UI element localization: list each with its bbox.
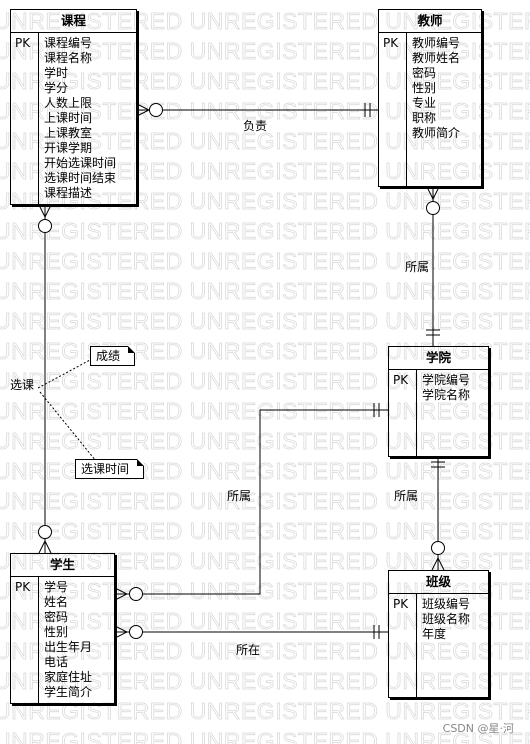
- attr-course-term: 开课学期: [44, 141, 93, 155]
- attr-course-credits: 学分: [44, 81, 69, 95]
- attr-student-id: 学号: [44, 580, 69, 594]
- attr-teacher-name: 教师姓名: [412, 51, 461, 65]
- entity-class[interactable]: 班级 PK 班级编号 班级名称 年度: [388, 570, 489, 698]
- attr-course-capacity: 人数上限: [44, 96, 93, 110]
- attr-course-name: 课程名称: [44, 51, 93, 65]
- entity-college-title: 学院: [389, 347, 488, 370]
- credit-text: CSDN @星·河: [442, 722, 514, 735]
- entity-course-pk: PK: [11, 33, 39, 204]
- crowfoot-student-select: [38, 539, 52, 554]
- note-link-select-time: [39, 391, 97, 462]
- entity-class-pk: PK: [389, 594, 417, 697]
- attr-teacher-intro: 教师简介: [412, 126, 461, 140]
- entity-course-attributes: 课程编号 课程名称 学时 学分 人数上限 上课时间 上课教室 开课学期 开始选课…: [44, 36, 134, 201]
- attr-teacher-major: 专业: [412, 96, 437, 110]
- label-class-college: 所属: [394, 489, 419, 503]
- entity-college[interactable]: 学院 PK 学院编号 学院名称: [388, 346, 489, 457]
- attr-student-name: 姓名: [44, 595, 69, 609]
- attr-college-name: 学院名称: [422, 388, 471, 402]
- label-teacher-college: 所属: [405, 260, 430, 274]
- entity-teacher-title: 教师: [379, 10, 481, 33]
- attr-teacher-gender: 性别: [412, 81, 437, 95]
- attr-course-hours: 学时: [44, 66, 69, 80]
- entity-teacher-pk: PK: [379, 33, 407, 186]
- zero-course-responsible: [149, 103, 163, 117]
- attr-course-room: 上课教室: [44, 126, 93, 140]
- entity-college-attributes: 学院编号 学院名称: [422, 373, 486, 403]
- note-grade: 成绩: [90, 346, 136, 366]
- label-responsible: 负责: [243, 119, 268, 133]
- attr-student-birth: 出生年月: [44, 640, 93, 654]
- attr-class-year: 年度: [422, 627, 447, 641]
- attr-course-select-start: 开始选课时间: [44, 156, 117, 170]
- entity-student[interactable]: 学生 PK 学号 姓名 密码 性别 出生年月 电话 家庭住址 学生简介: [10, 553, 115, 704]
- attr-teacher-password: 密码: [412, 66, 437, 80]
- note-select-time: 选课时间: [75, 459, 145, 479]
- attr-student-gender: 性别: [44, 625, 69, 639]
- attr-student-phone: 电话: [44, 655, 69, 669]
- label-student-class: 所在: [236, 643, 261, 657]
- attr-course-time: 上课时间: [44, 111, 93, 125]
- entity-student-title: 学生: [11, 554, 114, 577]
- attr-student-address: 家庭住址: [44, 670, 93, 684]
- attr-course-desc: 课程描述: [44, 186, 93, 200]
- label-student-college: 所属: [227, 489, 252, 503]
- entity-teacher[interactable]: 教师 PK 教师编号 教师姓名 密码 性别 专业 职称 教师简介: [378, 9, 482, 187]
- zero-teacher-college: [426, 201, 440, 215]
- attr-teacher-title: 职称: [412, 111, 437, 125]
- entity-course[interactable]: 课程 PK 课程编号 课程名称 学时 学分 人数上限 上课时间 上课教室 开课学…: [10, 9, 137, 205]
- crowfoot-teacher-college: [426, 186, 440, 201]
- attr-teacher-id: 教师编号: [412, 36, 461, 50]
- entity-student-attributes: 学号 姓名 密码 性别 出生年月 电话 家庭住址 学生简介: [44, 580, 112, 700]
- attr-class-id: 班级编号: [422, 597, 471, 611]
- note-link-grade: [37, 359, 91, 389]
- entity-course-title: 课程: [11, 10, 136, 33]
- crowfoot-course-select: [38, 204, 52, 219]
- label-select-course: 选课: [10, 378, 35, 392]
- line-student-college: [115, 409, 388, 595]
- attr-course-select-end: 选课时间结束: [44, 171, 117, 185]
- attr-student-intro: 学生简介: [44, 685, 93, 699]
- entity-student-pk: PK: [11, 577, 39, 703]
- entity-class-attributes: 班级编号 班级名称 年度: [422, 597, 486, 642]
- attr-student-password: 密码: [44, 610, 69, 624]
- entity-college-pk: PK: [389, 370, 417, 456]
- attr-college-id: 学院编号: [422, 373, 471, 387]
- attr-course-id: 课程编号: [44, 36, 93, 50]
- entity-teacher-attributes: 教师编号 教师姓名 密码 性别 专业 职称 教师简介: [412, 36, 479, 141]
- attr-class-name: 班级名称: [422, 612, 471, 626]
- entity-class-title: 班级: [389, 571, 488, 594]
